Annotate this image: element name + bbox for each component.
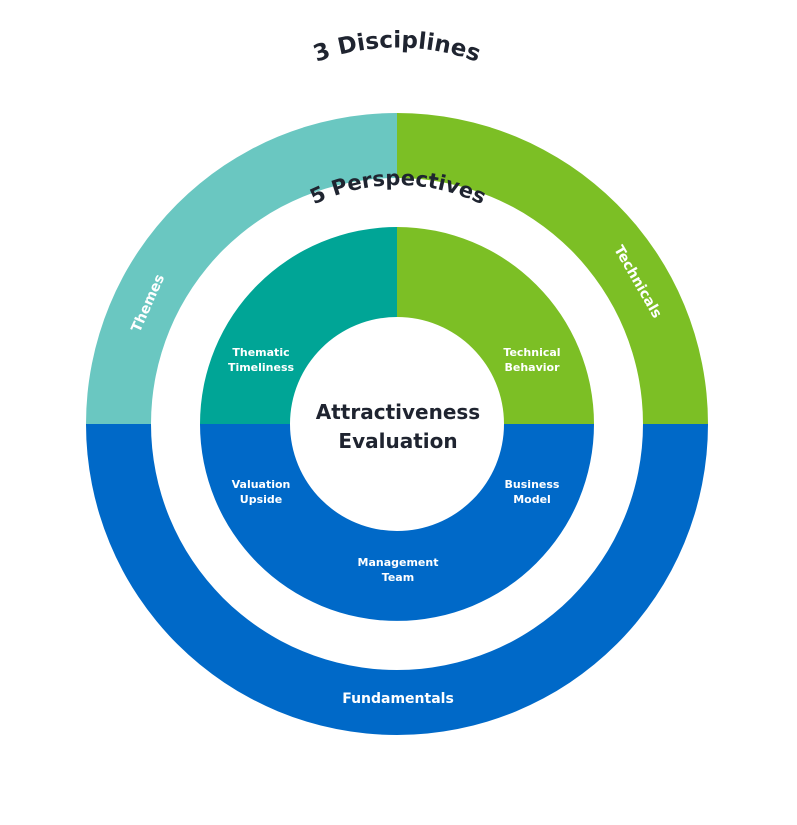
perspective-label-thematic-timeliness-l2: Timeliness (228, 361, 295, 374)
discipline-themes-segment (86, 113, 397, 424)
perspective-label-valuation-upside-l1: Valuation (232, 478, 291, 491)
discipline-label-fundamentals: Fundamentals (342, 691, 454, 707)
perspective-label-management-team-l2: Team (382, 571, 414, 584)
discipline-fundamentals-segment (86, 424, 708, 735)
center-label-line2: Evaluation (338, 429, 457, 453)
perspective-label-thematic-timeliness-l1: Thematic (232, 346, 289, 359)
discipline-technicals-segment (397, 113, 708, 424)
perspective-label-business-model-l1: Business (505, 478, 560, 491)
center-label-line1: Attractiveness (316, 400, 480, 424)
perspective-label-management-team-l1: Management (358, 556, 439, 569)
perspective-fundamentals-segment (200, 424, 594, 621)
perspective-label-technical-behavior-l1: Technical (503, 346, 560, 359)
perspective-label-technical-behavior-l2: Behavior (504, 361, 560, 374)
perspective-thematic-timeliness-segment (200, 227, 397, 424)
disciplines-title: 3 Disciplines (310, 27, 484, 67)
perspective-label-valuation-upside-l2: Upside (240, 493, 282, 506)
perspective-label-business-model-l2: Model (513, 493, 551, 506)
perspective-technical-behavior-segment (397, 227, 594, 424)
